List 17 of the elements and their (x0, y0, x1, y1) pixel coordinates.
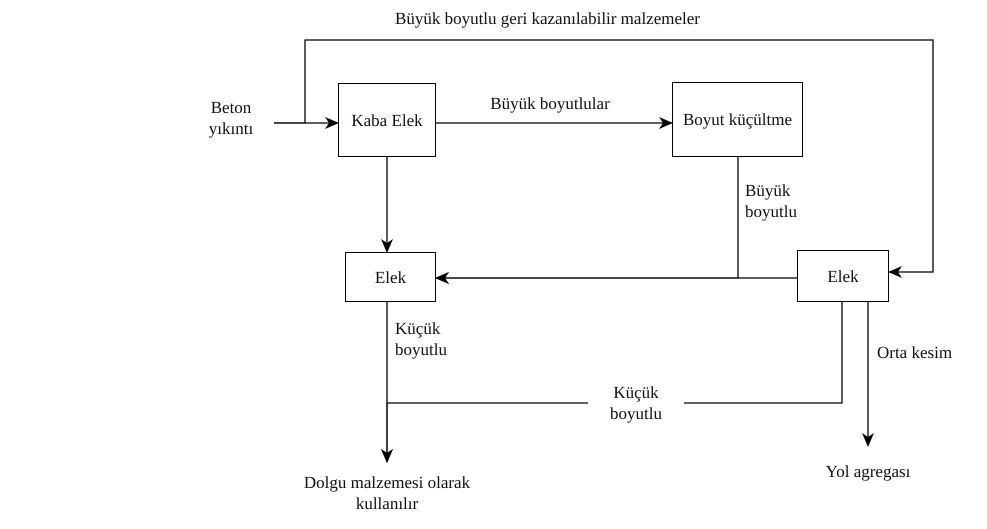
arrow (381, 157, 393, 253)
edge-label: Büyük boyutlu geri kazanılabilir malzemeler (395, 8, 701, 29)
process-box: Elek (345, 252, 436, 302)
arrow (274, 39, 934, 278)
edge-label: Büyük boyutlu (745, 180, 798, 222)
edge-label: Büyük boyutlular (489, 93, 611, 114)
arrow (436, 117, 673, 129)
edge-label: Orta kesim (877, 342, 954, 363)
arrow (435, 272, 797, 284)
process-box: Elek (797, 250, 889, 302)
process-box: Boyut küçültme (672, 82, 803, 157)
flow-text: Yol agregası (826, 460, 910, 482)
arrow (862, 302, 874, 447)
flow-text: Dolgu malzemesi olarak kullanılır (302, 472, 472, 514)
flow-text: Beton yıkıntı (208, 97, 254, 139)
edge-label: Küçük boyutlu (395, 318, 448, 360)
process-box: Kaba Elek (338, 83, 436, 157)
